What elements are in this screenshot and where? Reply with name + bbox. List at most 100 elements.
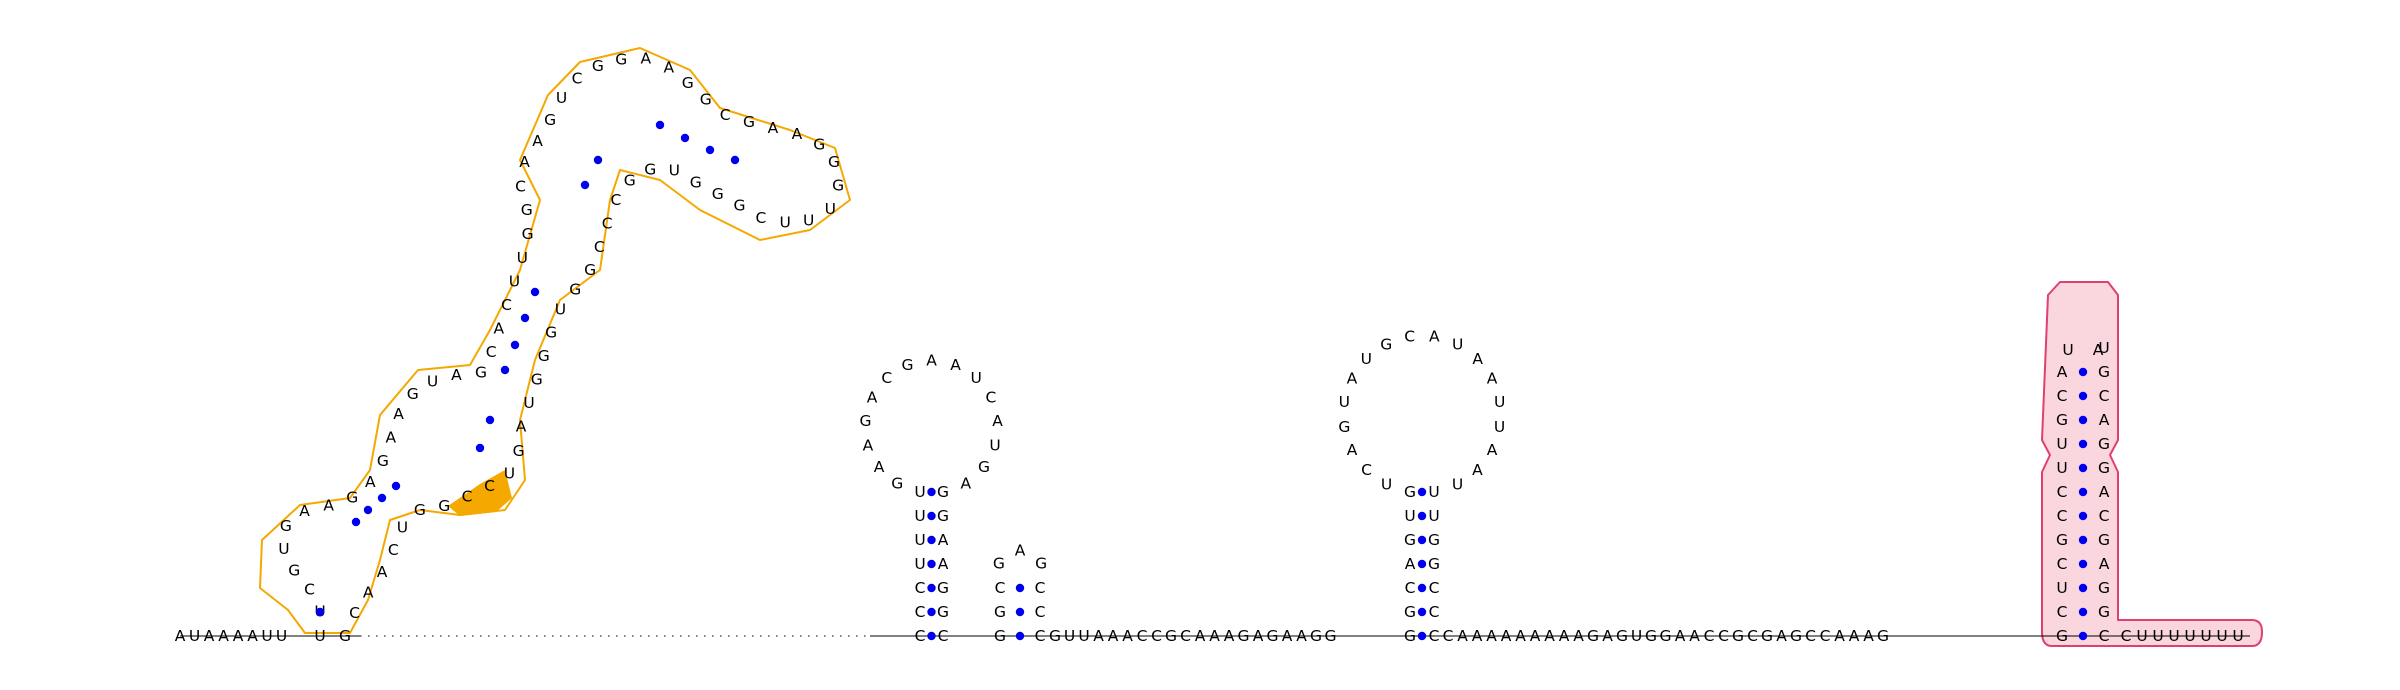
nucleotide-227: G xyxy=(2098,579,2110,597)
nucleotide-124: U xyxy=(1078,627,1089,645)
nucleotide-204: G xyxy=(1877,627,1889,645)
nucleotide-93: A xyxy=(938,531,949,549)
nucleotide-22: U xyxy=(427,372,438,390)
base-pair-dots xyxy=(315,120,2088,641)
base-pair-dot-1 xyxy=(351,517,361,527)
nucleotide-88: C xyxy=(915,579,926,597)
nucleotide-167: A xyxy=(1472,350,1483,368)
nucleotide-164: C xyxy=(1404,328,1415,346)
nucleotide-30: G xyxy=(522,225,534,243)
nucleotide-67: G xyxy=(545,323,557,341)
nucleotide-176: A xyxy=(1472,627,1483,645)
nucleotide-71: A xyxy=(516,418,527,436)
base-pair-dot-30 xyxy=(1417,559,1427,569)
nucleotide-184: G xyxy=(1587,627,1599,645)
base-pair-dot-23 xyxy=(927,487,936,497)
nucleotide-237: U xyxy=(2200,627,2211,645)
nucleotide-220: A xyxy=(2099,411,2110,429)
nucleotide-132: A xyxy=(1195,627,1206,645)
nucleotide-60: G xyxy=(624,171,636,189)
nucleotide-49: G xyxy=(828,153,840,171)
nucleotide-109: A xyxy=(992,412,1003,430)
base-pair-dot-32 xyxy=(1417,511,1427,521)
base-pair-dot-31 xyxy=(1417,535,1427,545)
nucleotide-157: C xyxy=(1361,461,1372,479)
base-pair-dot-8 xyxy=(510,340,520,350)
base-pair-dot-7 xyxy=(500,365,510,375)
nucleotide-205: G xyxy=(2056,627,2068,645)
nucleotide-87: G xyxy=(937,603,949,621)
nucleotide-206: C xyxy=(2057,603,2068,621)
nucleotide-234: U xyxy=(2152,627,2163,645)
nucleotide-231: A xyxy=(2093,341,2104,359)
base-pair-dot-21 xyxy=(927,535,936,545)
nucleotide-217: U xyxy=(2098,339,2109,357)
nucleotide-212: U xyxy=(2056,459,2067,477)
nucleotide-137: G xyxy=(1266,627,1278,645)
nucleotide-2: A xyxy=(204,627,215,645)
nucleotide-83: G xyxy=(339,627,351,645)
base-pair-dot-37 xyxy=(2078,559,2088,569)
base-pair-dot-0 xyxy=(315,607,325,617)
nucleotide-89: G xyxy=(937,579,949,597)
nucleotide-77: G xyxy=(414,501,426,519)
base-pair-dot-24 xyxy=(1015,631,1025,641)
nucleotide-158: A xyxy=(1347,441,1358,459)
nucleotide-180: A xyxy=(1530,627,1541,645)
nucleotide-140: G xyxy=(1310,627,1322,645)
nucleotide-79: C xyxy=(388,541,399,559)
base-pair-dot-36 xyxy=(2078,583,2088,593)
nucleotide-222: G xyxy=(2098,459,2110,477)
nucleotide-185: A xyxy=(1602,627,1613,645)
nucleotide-81: A xyxy=(363,584,374,602)
nucleotide-165: A xyxy=(1429,328,1440,346)
nucleotide-36: U xyxy=(556,89,567,107)
base-pair-dot-44 xyxy=(2078,391,2088,401)
nucleotide-232: C xyxy=(2121,627,2132,645)
nucleotide-238: U xyxy=(2216,627,2227,645)
base-pair-dot-18 xyxy=(927,607,936,617)
nucleotide-115: G xyxy=(994,603,1006,621)
nucleotide-200: C xyxy=(1820,627,1831,645)
nucleotide-209: G xyxy=(2056,531,2068,549)
nucleotide-189: G xyxy=(1659,627,1671,645)
nucleotide-141: G xyxy=(1324,627,1336,645)
nucleotide-142: G xyxy=(1404,627,1416,645)
nucleotide-34: A xyxy=(532,132,543,150)
nucleotide-143: C xyxy=(1429,627,1440,645)
nucleotide-5: A xyxy=(247,627,258,645)
nucleotide-82: C xyxy=(349,604,360,622)
nucleotide-148: A xyxy=(1405,555,1416,573)
nucleotide-131: C xyxy=(1180,627,1191,645)
nucleotide-229: C xyxy=(2099,627,2110,645)
nucleotide-98: G xyxy=(891,474,903,492)
nucleotide-134: A xyxy=(1224,627,1235,645)
nucleotide-129: C xyxy=(1151,627,1162,645)
nucleotide-107: U xyxy=(971,369,982,387)
nucleotide-183: A xyxy=(1573,627,1584,645)
nucleotide-37: C xyxy=(572,70,583,88)
nucleotide-118: C xyxy=(1035,579,1046,597)
nucleotide-153: U xyxy=(1428,507,1439,525)
nucleotide-186: G xyxy=(1616,627,1628,645)
nucleotide-74: C xyxy=(484,477,495,495)
base-pair-dot-5 xyxy=(475,443,485,453)
nucleotide-96: U xyxy=(914,483,925,501)
nucleotide-48: G xyxy=(813,136,825,154)
nucleotide-16: G xyxy=(346,489,358,507)
base-pair-dot-6 xyxy=(485,415,495,425)
nucleotide-171: A xyxy=(1487,441,1498,459)
nucleotide-56: G xyxy=(712,185,724,203)
nucleotide-32: C xyxy=(515,178,526,196)
nucleotide-113: G xyxy=(994,627,1006,645)
nucleotide-57: G xyxy=(690,174,702,192)
base-pair-dot-25 xyxy=(1015,607,1025,617)
nucleotide-8: U xyxy=(314,627,325,645)
nucleotide-221: G xyxy=(2098,435,2110,453)
nucleotide-76: G xyxy=(438,497,450,515)
nucleotide-78: U xyxy=(397,519,408,537)
nucleotide-61: C xyxy=(610,191,621,209)
nucleotide-211: C xyxy=(2057,483,2068,501)
nucleotide-99: A xyxy=(874,458,885,476)
